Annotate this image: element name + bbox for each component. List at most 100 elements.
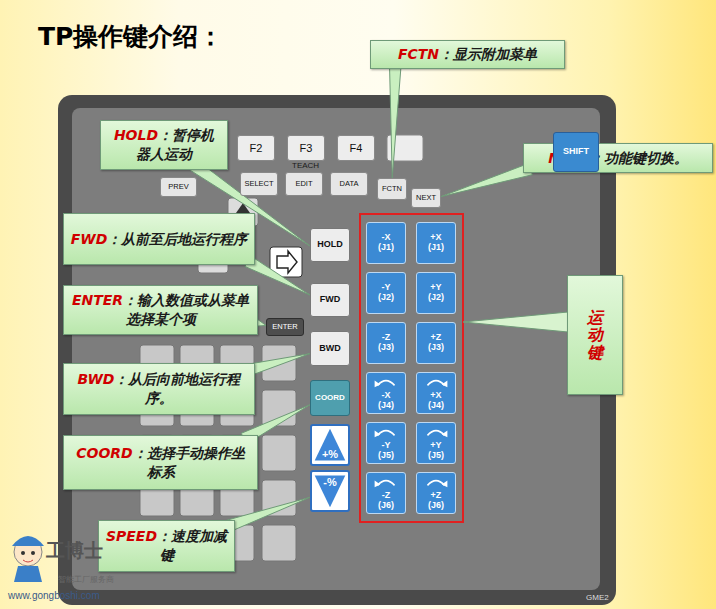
key-label: F2	[250, 142, 263, 154]
callout-box: FWD：从前至后地运行程序	[63, 213, 255, 265]
key-button: EDIT	[285, 172, 323, 196]
callout-key: COORD	[76, 445, 132, 461]
key-label: +X (J4)	[424, 391, 447, 411]
key-button: SELECT	[240, 172, 278, 196]
key-button: COORD	[310, 380, 350, 416]
arrow-symbol	[277, 251, 297, 273]
key-button: -Y (J5)	[366, 422, 406, 464]
rotation-head	[442, 381, 448, 388]
callout-box: FCTN：显示附加菜单	[370, 40, 565, 69]
key-button: FWD	[310, 283, 350, 317]
key-label: SHIFT	[563, 147, 589, 157]
key-label: HOLD	[317, 240, 343, 250]
key-label: COORD	[315, 394, 345, 403]
rotation-head	[375, 381, 381, 388]
rotation-arc	[427, 431, 444, 436]
key-button: HOLD	[310, 228, 350, 262]
callout-box: HOLD：暂停机器人运动	[100, 120, 228, 170]
key-label: PREV	[168, 183, 188, 191]
key-label: -Y (J2)	[374, 283, 397, 303]
callout-box: SPEED：速度加减键	[98, 520, 235, 572]
callout-line: FCTN：显示附加菜单	[398, 45, 537, 64]
callout-key: ENTER	[72, 292, 123, 308]
pendant-panel	[72, 108, 600, 590]
key-button: +X (J4)	[416, 372, 456, 414]
key-label: -Y (J5)	[374, 441, 397, 461]
rotation-head	[375, 431, 381, 438]
speed-down-triangle	[315, 476, 346, 508]
mascot-mouth	[23, 560, 33, 562]
callout-pointer	[225, 497, 310, 532]
key-label: SELECT	[244, 180, 273, 188]
callout-text: 运动键	[587, 309, 603, 362]
keypad-key	[262, 435, 296, 471]
key-label: EDIT	[295, 180, 312, 188]
key-button: -X (J4)	[366, 372, 406, 414]
key-button: +Y (J5)	[416, 422, 456, 464]
callout-pointer	[246, 354, 310, 377]
callout-key: HOLD	[114, 127, 158, 143]
key-label: BWD	[319, 344, 341, 354]
callout-line: BWD：从后向前地运行程序。	[70, 370, 248, 408]
callout-line: HOLD：暂停机器人运动	[107, 126, 221, 164]
key-label: +X (J1)	[424, 233, 447, 253]
key-button: DATA	[330, 172, 368, 196]
key-label: +Z (J3)	[424, 333, 447, 353]
key-label: +Y (J5)	[424, 441, 447, 461]
rotation-arc	[427, 481, 444, 486]
key-label: F4	[350, 142, 363, 154]
key-label: -X (J4)	[374, 391, 397, 411]
callout-key: FCTN	[398, 46, 439, 62]
key-label: DATA	[340, 180, 359, 188]
key-label: -%	[323, 476, 336, 488]
callout-line: ENTER：输入数值或从菜单选择某个项	[70, 291, 251, 329]
callout-text: ：速度加减键	[157, 528, 227, 563]
key-button: PREV	[160, 177, 197, 197]
mascot-icon	[12, 536, 44, 582]
key-button: -Y (J2)	[366, 272, 406, 314]
key-label: +Y (J2)	[424, 283, 447, 303]
key-button: NEXT	[411, 188, 441, 208]
key-label: F3	[300, 142, 313, 154]
callout-text: ：从后向前地运行程序。	[114, 371, 240, 406]
callout-pointer	[441, 163, 532, 196]
callout-box: COORD：选择手动操作坐标系	[63, 435, 258, 490]
key-button: -%	[310, 470, 350, 512]
rotation-arc	[427, 381, 444, 386]
key-label: +%	[322, 448, 338, 460]
key-label: -Z (J3)	[374, 333, 397, 353]
mascot-eye	[31, 551, 35, 555]
mascot-body	[14, 566, 42, 582]
key-button: +Y (J2)	[416, 272, 456, 314]
key-button: -Z (J3)	[366, 322, 406, 364]
rotation-arc	[377, 381, 394, 386]
rotation-head	[442, 481, 448, 488]
rotation-head	[375, 481, 381, 488]
callout-box: BWD：从后向前地运行程序。	[63, 363, 255, 415]
callout-line: SPEED：速度加减键	[105, 527, 228, 565]
callout-box: ENTER：输入数值或从菜单选择某个项	[63, 285, 258, 335]
key-label: -Z (J6)	[374, 491, 397, 511]
key-button: +X (J1)	[416, 222, 456, 264]
key-button: +%	[310, 424, 350, 466]
leader-wedge	[463, 312, 568, 332]
key-button: -Z (J6)	[366, 472, 406, 514]
callout-line: FWD：从前至后地运行程序	[71, 230, 248, 249]
callout-text: ：选择手动操作坐标系	[133, 445, 245, 480]
key-label: +Z (J6)	[424, 491, 447, 511]
mascot-eye	[21, 551, 25, 555]
key-label: FCTN	[382, 185, 402, 193]
callout-key: BWD	[78, 371, 115, 387]
callout-text: ：功能键切换。	[590, 150, 688, 166]
callout-pointer	[389, 61, 401, 178]
callout-line: COORD：选择手动操作坐标系	[70, 444, 251, 482]
key-button: -X (J1)	[366, 222, 406, 264]
key-label: NEXT	[416, 194, 436, 202]
callout-box: 运动键	[567, 275, 623, 395]
motion-key-frame	[360, 214, 463, 522]
rotation-arc	[377, 481, 394, 486]
watermark-text: 智能工厂服务商	[58, 574, 114, 585]
key-label: ENTER	[272, 323, 297, 331]
callout-text: ：输入数值或从菜单选择某个项	[123, 292, 249, 327]
